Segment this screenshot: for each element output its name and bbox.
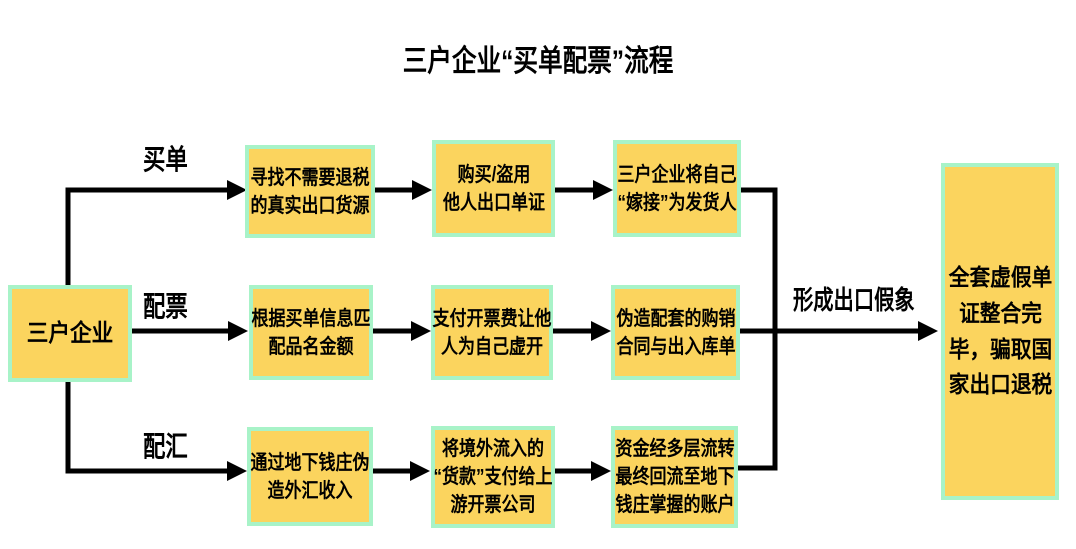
node-find-real-export-goods: 寻找不需要退税 的真实出口货源 xyxy=(245,145,375,238)
diagram-title-text: 三户企业“买单配票”流程 xyxy=(402,45,674,78)
node-underground-bank-forex-text: 通过地下钱庄伪 造外汇收入 xyxy=(250,451,370,502)
node-funds-flow-back: 资金经多层流转 最终回流至地下 钱庄掌握的账户 xyxy=(611,426,738,528)
branch-label-match-forex: 配汇 xyxy=(143,425,199,465)
node-graft-as-shipper-text: 三户企业将自己 “嫁接”为发货人 xyxy=(617,163,737,214)
node-buy-steal-export-docs-text: 购买/盗用 他人出口单证 xyxy=(442,163,545,214)
arrowhead-row3-step2 xyxy=(410,461,430,481)
branch-label-match-ticket-text: 配票 xyxy=(143,291,188,322)
line-source-to-buy-order xyxy=(65,187,229,290)
node-source-three-companies: 三户企业 xyxy=(8,285,132,382)
node-source-text: 三户企业 xyxy=(26,319,114,347)
node-pay-invoice-fee-text: 支付开票费让他 人为自己虚开 xyxy=(432,307,552,358)
branch-label-match-ticket: 配票 xyxy=(143,285,199,325)
node-match-product-amount-text: 根据买单信息匹 配品名金额 xyxy=(251,307,371,358)
arrowhead-row3-step3 xyxy=(591,461,611,481)
line-row1-merge xyxy=(741,187,778,331)
node-find-real-export-goods-text: 寻找不需要退税 的真实出口货源 xyxy=(250,166,370,217)
arrowhead-source-to-match-forex xyxy=(227,461,247,481)
node-underground-bank-forex: 通过地下钱庄伪 造外汇收入 xyxy=(247,427,373,526)
line-source-to-match-forex xyxy=(65,378,229,474)
node-result-tax-fraud-text: 全套虚假单 证整合完 毕，骗取国 家出口退税 xyxy=(948,264,1052,398)
arrowhead-row1-step3 xyxy=(593,180,613,200)
arrowhead-to-result xyxy=(918,321,938,341)
node-forge-contracts-warehouse-docs-text: 伪造配套的购销 合同与出入库单 xyxy=(616,307,735,358)
node-forge-contracts-warehouse-docs: 伪造配套的购销 合同与出入库单 xyxy=(611,285,740,380)
node-graft-as-shipper: 三户企业将自己 “嫁接”为发货人 xyxy=(613,140,741,237)
node-result-tax-fraud: 全套虚假单 证整合完 毕，骗取国 家出口退税 xyxy=(941,163,1059,500)
arrowhead-row2-step3 xyxy=(591,321,611,341)
node-buy-steal-export-docs: 购买/盗用 他人出口单证 xyxy=(432,140,555,237)
node-pay-invoice-fee: 支付开票费让他 人为自己虚开 xyxy=(431,285,553,380)
line-row3-merge xyxy=(738,333,778,471)
node-match-product-amount: 根据买单信息匹 配品名金额 xyxy=(249,285,373,380)
node-pay-upstream-invoicer: 将境外流入的 “货款”支付给上 游开票公司 xyxy=(431,426,555,528)
arrowhead-row2-step2 xyxy=(411,321,431,341)
node-pay-upstream-invoicer-text: 将境外流入的 “货款”支付给上 游开票公司 xyxy=(433,438,553,516)
branch-label-match-forex-text: 配汇 xyxy=(143,431,188,462)
merge-label-fake-export: 形成出口假象 xyxy=(793,280,949,317)
arrowhead-row1-step2 xyxy=(412,180,432,200)
branch-label-buy-order-text: 买单 xyxy=(143,144,188,175)
arrowhead-source-to-match-ticket xyxy=(228,321,248,341)
arrowhead-source-to-buy-order xyxy=(227,180,247,200)
diagram-title: 三户企业“买单配票”流程 xyxy=(0,36,1076,80)
merge-label-text: 形成出口假象 xyxy=(793,285,915,315)
branch-label-buy-order: 买单 xyxy=(143,138,199,178)
node-funds-flow-back-text: 资金经多层流转 最终回流至地下 钱庄掌握的账户 xyxy=(615,438,734,516)
